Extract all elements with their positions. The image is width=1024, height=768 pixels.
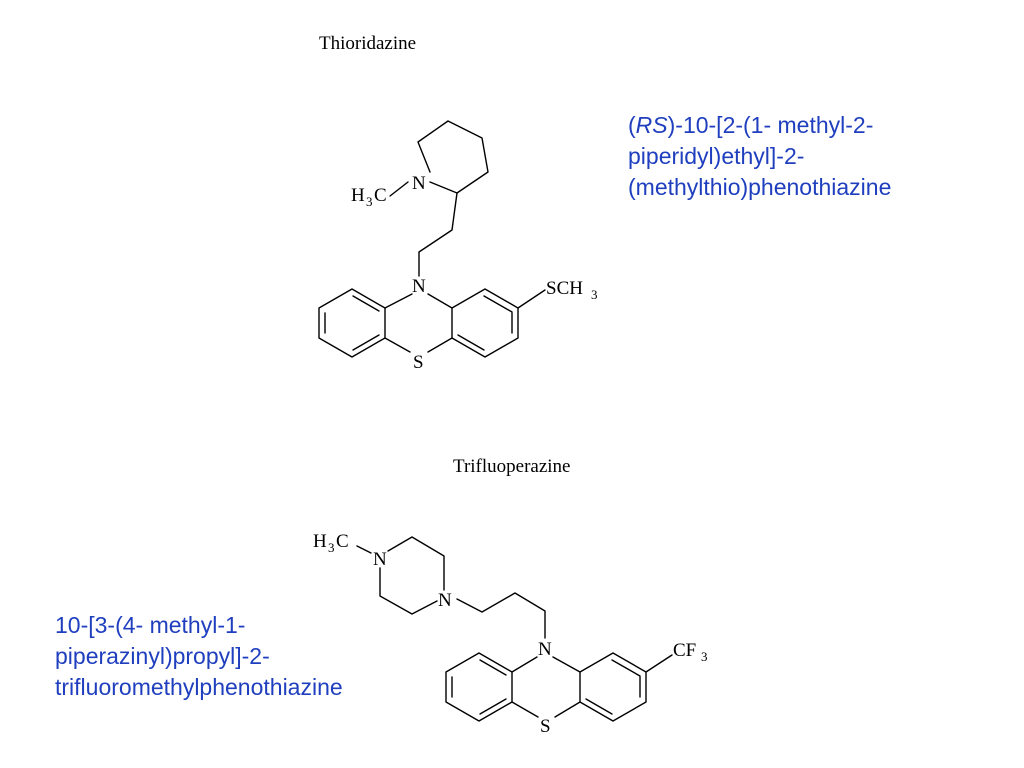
trifluoperazine-bonds bbox=[356, 536, 673, 722]
trifluoperazine-name-line1: 10-[3-(4- methyl-1- bbox=[55, 612, 246, 638]
trifluoperazine-iupac-name: 10-[3-(4- methyl-1- piperazinyl)propyl]-… bbox=[55, 610, 343, 703]
atom-methyl-subscript: 3 bbox=[366, 194, 373, 209]
trifluoperazine-structure: H 3 C N N N S CF 3 bbox=[313, 531, 708, 737]
atom-cf3: CF bbox=[673, 640, 696, 661]
atom-h-methyl: H bbox=[351, 185, 365, 206]
trifluoperazine-title: Trifluoperazine bbox=[453, 456, 571, 477]
name-prefix: ( bbox=[628, 112, 636, 138]
atom-n-ring: N bbox=[538, 639, 552, 660]
atom-n-piperidine: N bbox=[412, 173, 426, 194]
atom-c-methyl: C bbox=[374, 185, 387, 206]
atom-sch3-subscript: 3 bbox=[591, 287, 598, 302]
atom-n-piperazine-top: N bbox=[373, 549, 387, 570]
thioridazine-name-line3: (methylthio)phenothiazine bbox=[628, 174, 892, 200]
thioridazine-iupac-name: (RS)-10-[2-(1- methyl-2- piperidyl)ethyl… bbox=[628, 110, 891, 203]
atom-n-ring: N bbox=[412, 276, 426, 297]
thioridazine-structure: N H 3 C N S SCH 3 bbox=[318, 120, 598, 373]
atom-methyl-subscript: 3 bbox=[328, 540, 335, 555]
thioridazine-atom-labels: N H 3 C N S SCH 3 bbox=[351, 173, 598, 373]
thioridazine-name-line1: (RS)-10-[2-(1- methyl-2- bbox=[628, 110, 891, 141]
thioridazine-title: Thioridazine bbox=[319, 33, 417, 54]
atom-cf3-subscript: 3 bbox=[701, 649, 708, 664]
thioridazine-name-line2: piperidyl)ethyl]-2- bbox=[628, 143, 805, 169]
atom-c-methyl: C bbox=[336, 531, 349, 552]
thioridazine-bonds bbox=[318, 120, 546, 358]
trifluoperazine-name-line3: trifluoromethylphenothiazine bbox=[55, 674, 343, 700]
atom-sch3: SCH bbox=[546, 278, 583, 299]
stereo-descriptor: RS bbox=[635, 112, 668, 138]
atom-n-piperazine-bottom: N bbox=[438, 590, 452, 611]
trifluoperazine-atom-labels: H 3 C N N N S CF 3 bbox=[313, 531, 708, 737]
atom-h-methyl: H bbox=[313, 531, 327, 552]
trifluoperazine-name-line2: piperazinyl)propyl]-2- bbox=[55, 643, 270, 669]
atom-s-ring: S bbox=[413, 352, 424, 373]
name-line1-rest: )-10-[2-(1- methyl-2- bbox=[667, 112, 874, 138]
atom-s-ring: S bbox=[540, 716, 551, 737]
